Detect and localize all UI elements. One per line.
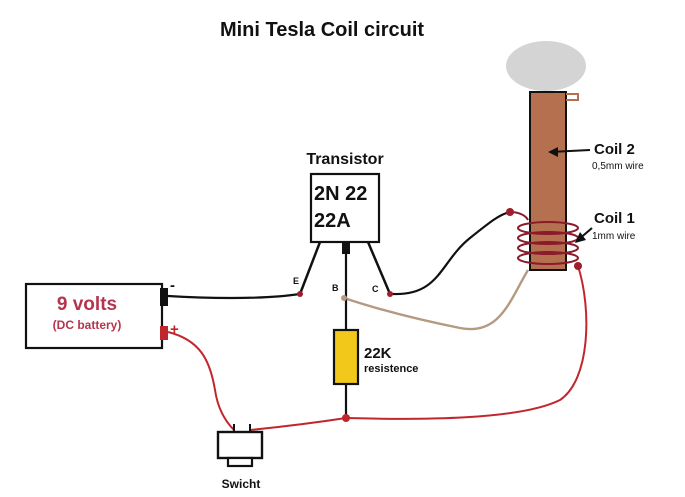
battery-voltage-label: 9 volts [57, 294, 117, 315]
wire-battery-positive-to-switch [167, 331, 235, 431]
battery-type-label: (DC battery) [53, 318, 122, 332]
wire-collector-to-coil1 [391, 210, 511, 296]
transistor-leg-collector [366, 241, 392, 295]
coil2-arrowhead [548, 147, 558, 157]
coil2-label: Coil 2 [594, 141, 635, 158]
resistor-junction [342, 414, 350, 422]
top-load [506, 41, 586, 91]
emitter-junction [297, 291, 303, 297]
collector-junction [387, 291, 393, 297]
transistor-base-stub [342, 242, 350, 254]
battery-negative-sign: - [170, 277, 175, 294]
pin-label-emitter: E [293, 276, 299, 286]
wire-base-to-coil2 [343, 269, 530, 331]
coil1-bottom-junction [574, 262, 582, 270]
transistor-leg-emitter [298, 241, 322, 295]
pin-label-base: B [332, 283, 339, 293]
wire-junction-to-coil1-bottom [345, 265, 588, 420]
base-junction [341, 295, 347, 301]
battery-positive-sign: + [170, 321, 179, 338]
switch-label: Swicht [222, 477, 261, 491]
battery-positive-terminal [160, 326, 168, 340]
transistor-heading: Transistor [306, 151, 383, 168]
resistor-value-label: 22K [364, 345, 392, 362]
coil2-top-lead [566, 93, 579, 101]
coil1-wire-label: 1mm wire [592, 231, 636, 242]
wire-switch-to-junction [249, 417, 347, 431]
transistor-part-line2: 22A [314, 210, 351, 232]
secondary-coil-body [529, 91, 567, 271]
wire-battery-negative-to-emitter [167, 292, 301, 300]
switch-button [226, 456, 254, 468]
battery-body [24, 282, 164, 350]
pin-label-collector: C [372, 284, 379, 294]
resistor-body [332, 328, 360, 386]
coil1-arrowhead [575, 232, 586, 243]
coil1-label: Coil 1 [594, 210, 635, 227]
resistor-name-label: resistence [364, 363, 418, 375]
battery-negative-terminal [160, 288, 168, 306]
switch-body [216, 430, 264, 460]
coil2-wire-label: 0,5mm wire [592, 161, 644, 172]
transistor-part-line1: 2N 22 [314, 183, 367, 205]
coil1-top-junction [506, 208, 514, 216]
diagram-title: Mini Tesla Coil circuit [220, 19, 424, 41]
